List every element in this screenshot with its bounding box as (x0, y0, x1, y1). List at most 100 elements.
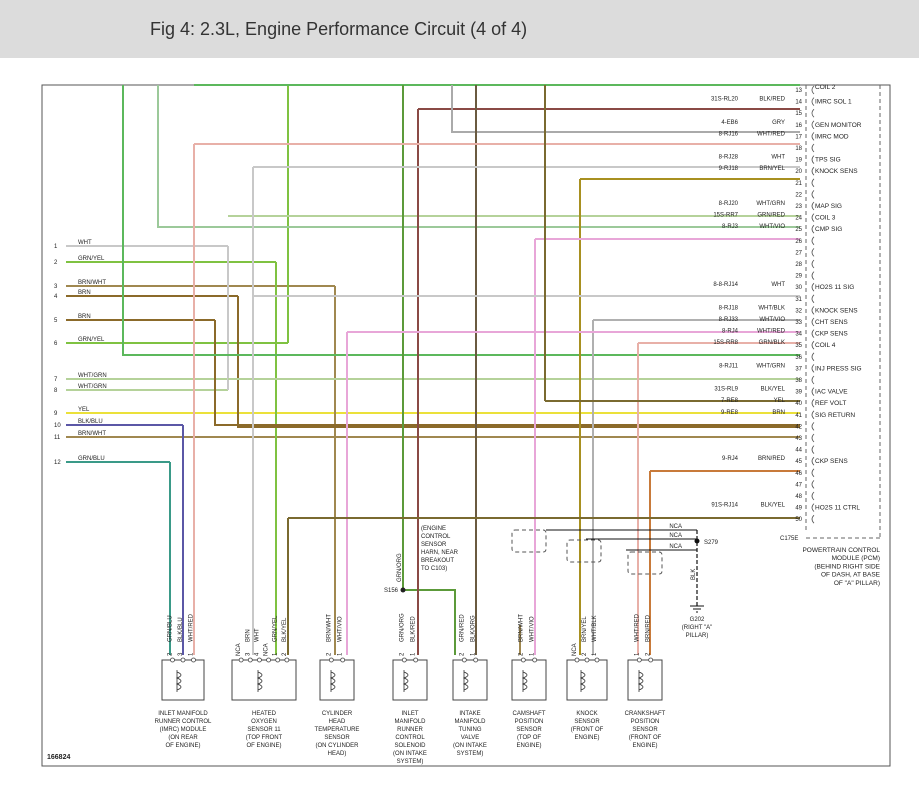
pcm-circuit-id: 8-RJ33 (719, 317, 739, 323)
component-pin (473, 657, 479, 663)
component-wire-color: GRN/RED (459, 614, 465, 642)
nca-label: NCA (669, 544, 682, 550)
pcm-pin-label: IMRC MOD (815, 133, 849, 140)
pcm-circuit-id: 8-RJ11 (719, 363, 739, 369)
component-wire-color: WHT/VIO (338, 616, 344, 642)
pcm-circuit-id: 15S-RR8 (713, 340, 738, 346)
pcm-label: MODULE (PCM) (832, 555, 880, 562)
pcm-circuit-id: 9-RJ4 (722, 456, 739, 462)
pcm-pin-label: CKP SENS (815, 331, 848, 338)
left-wire-color: BRN (78, 314, 91, 320)
component-label: INLET MANIFOLD (158, 711, 208, 717)
left-wire-color: WHT/GRN (78, 384, 107, 390)
pcm-pin-number: 21 (795, 181, 802, 187)
pcm-pin-terminal (811, 259, 815, 269)
left-terminal-number: 10 (54, 423, 61, 429)
component-wire-color: WHT/RED (189, 613, 195, 642)
component-wire-color: GRN/ORG (399, 613, 405, 642)
pcm-wire-color: GRN/BLK (759, 340, 785, 346)
left-wire-color: BRN (78, 290, 91, 296)
component-label: SENSOR (516, 727, 542, 733)
pcm-wire-color: GRY (772, 120, 785, 126)
pcm-pin-label: CKP SENS (815, 458, 848, 465)
trunk-wire (237, 296, 800, 428)
component-label: HEAD) (328, 751, 347, 757)
component-wire-color: WHT/RED (634, 613, 640, 642)
pcm-pin-number: 49 (795, 506, 802, 512)
splice-label: S279 (704, 540, 719, 546)
component-pin (401, 657, 407, 663)
pcm-wire-color: WHT/GRN (756, 363, 785, 369)
ground-label: (RIGHT "A" (682, 625, 712, 631)
ecs-location-label: (ENGINE (421, 526, 446, 532)
component-wire-color: WHT (254, 628, 260, 642)
component-wire-color: BRN/YEL (582, 616, 588, 642)
left-terminal-number: 4 (54, 294, 58, 300)
component-label: CONTROL (395, 735, 425, 741)
pcm-pin-number: 25 (795, 227, 802, 233)
pcm-pin-terminal (811, 155, 815, 164)
component-label: (ON INTAKE (393, 751, 427, 757)
pcm-pin-number: 33 (795, 320, 802, 326)
pcm-label: OF "A" PILLAR) (834, 580, 880, 587)
component-label: HEAD (329, 719, 346, 725)
pcm-pin-terminal (811, 317, 815, 327)
pcm-wire-color: WHT (771, 282, 785, 288)
pcm-pin-terminal (811, 143, 815, 153)
pcm-pin-number: 22 (795, 192, 802, 198)
pcm-pin-label: HO2S 11 SIG (815, 284, 854, 291)
pcm-pin-number: 45 (795, 459, 802, 465)
pcm-pin-label: KNOCK SENS (815, 168, 858, 175)
pcm-pin-terminal (811, 108, 815, 118)
component-symbol (462, 670, 469, 692)
pcm-pin-number: 43 (795, 436, 802, 442)
component-body (627, 659, 663, 701)
component-label: OXYGEN (251, 719, 277, 725)
component-label: (TOP OF (517, 735, 541, 741)
component-pin (266, 657, 271, 663)
component-label: VALVE (461, 735, 479, 741)
component-pin (284, 657, 290, 663)
pcm-circuit-id: 8-RJ16 (719, 131, 739, 137)
shield-outline (566, 539, 602, 563)
pcm-circuit-id: 15S-RR7 (713, 213, 738, 219)
pcm-wire-color: WHT (771, 155, 785, 161)
component-label: SENSOR (324, 735, 350, 741)
pcm-wire-color: WHT/GRN (756, 201, 785, 207)
left-terminal-number: 5 (54, 318, 58, 324)
pcm-pin-number: 14 (795, 100, 802, 106)
pcm-wire-color: BRN/YEL (759, 166, 785, 172)
pcm-pin-terminal (811, 422, 815, 431)
component-label: MANIFOLD (454, 719, 486, 725)
pcm-pin-number: 42 (795, 424, 802, 430)
shield-outline (511, 529, 547, 553)
pcm-pin-number: 35 (795, 343, 802, 349)
splice-wire-color: GRN/ORG (397, 553, 403, 582)
component-pin (275, 657, 281, 663)
component-wire-color: BRN/RED (646, 614, 652, 642)
pcm-pin-number: 47 (795, 482, 802, 488)
component-pin (648, 657, 654, 663)
pcm-pin-number: 34 (795, 332, 802, 338)
component-pin (247, 657, 253, 663)
pcm-pin-terminal (811, 352, 815, 362)
pcm-pin-label: COIL 4 (815, 342, 836, 349)
component-wire-color: GRN/YEL (273, 615, 279, 642)
pcm-pin-terminal (811, 340, 815, 350)
pcm-wire-color: WHT/VIO (759, 317, 785, 323)
component-pin-number: 1 (338, 652, 344, 656)
component-label: KNOCK (576, 711, 597, 717)
pcm-pin-terminal (811, 503, 815, 512)
component-body (161, 659, 205, 701)
pcm-pin-number: 32 (795, 308, 802, 314)
pcm-pin-number: 46 (795, 471, 802, 477)
pcm-circuit-id: 91S-RJ14 (711, 503, 738, 509)
component-label: CYLINDER (322, 711, 353, 717)
ground-label: G202 (690, 617, 705, 623)
component-pin-number: 3 (245, 652, 251, 656)
pcm-pin-number: 18 (795, 146, 802, 152)
left-wire-color: WHT/GRN (78, 373, 107, 379)
component-pin-number: 1 (273, 652, 279, 656)
component-label: RUNNER (397, 727, 423, 733)
